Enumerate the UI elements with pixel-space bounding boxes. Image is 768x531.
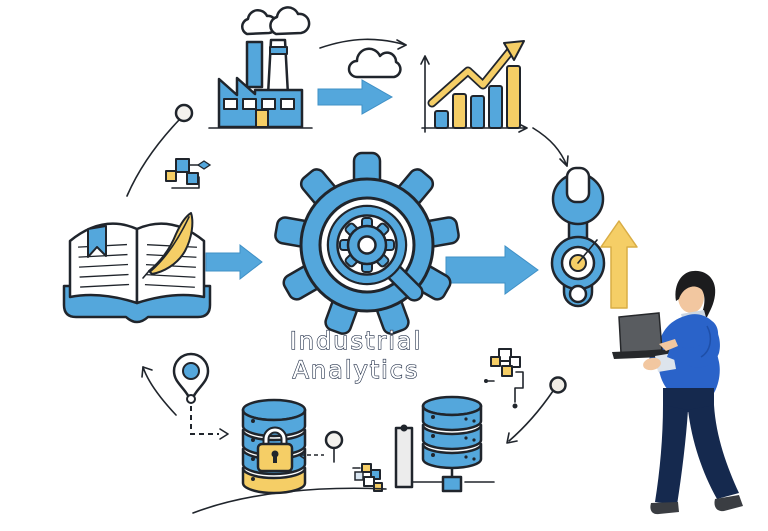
flow-curve-bottom	[192, 487, 387, 514]
circuit-blocks-icon	[484, 348, 524, 409]
factory-icon	[208, 6, 313, 129]
server-bar-icon	[394, 424, 495, 489]
data-blocks-icon-bottom	[352, 463, 383, 492]
flow-curve-top-left	[126, 103, 194, 197]
gear-magnifier-icon	[274, 151, 460, 335]
arrow-factory-to-chart	[317, 79, 394, 115]
title-line-1: Industrial	[290, 327, 423, 355]
arrow-gear-to-wrench	[445, 245, 539, 295]
arrow-book-to-gear	[205, 243, 263, 281]
title-line-2: Analytics	[293, 356, 420, 384]
data-blocks-icon-top	[165, 158, 212, 189]
flow-arrow-bottom-right	[506, 376, 567, 444]
person-laptop-illustration	[612, 270, 743, 515]
up-arrow-icon	[600, 220, 638, 309]
flow-arrow-bottom-left	[141, 366, 177, 416]
location-pin-icon	[172, 352, 229, 440]
flow-arrow-top	[319, 38, 407, 50]
growth-chart-icon	[420, 40, 528, 133]
database-network-icon	[421, 395, 483, 493]
book-quill-icon	[62, 212, 212, 324]
cloud-icon	[347, 47, 402, 79]
flow-arrow-right	[532, 127, 569, 167]
secure-database-icon	[241, 398, 344, 495]
wrench-target-icon	[550, 166, 606, 308]
